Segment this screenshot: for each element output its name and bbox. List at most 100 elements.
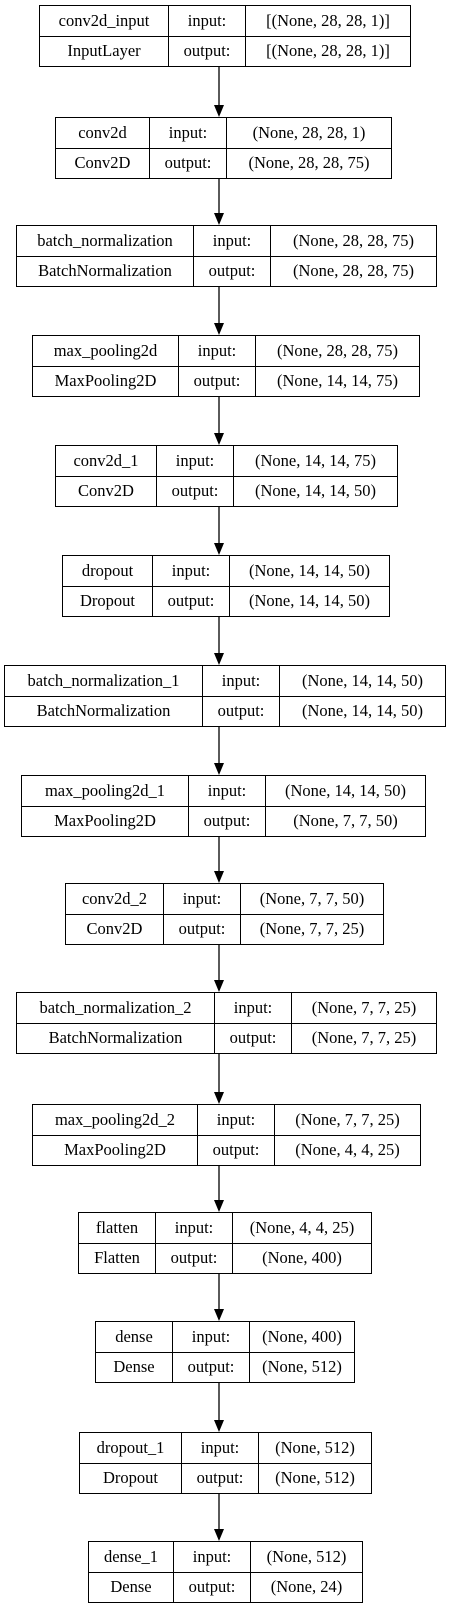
layer-class: Conv2D xyxy=(86,919,143,939)
arrowhead-icon xyxy=(214,1200,224,1212)
output-shape: (None, 4, 4, 25) xyxy=(274,1135,420,1165)
layer-node-batch-normalization-2: batch_normalization_2 input:(None, 7, 7, … xyxy=(16,992,437,1054)
output-label: output: xyxy=(156,476,233,506)
layer-class: Dropout xyxy=(80,591,135,611)
output-label: output: xyxy=(214,1023,291,1053)
arrowhead-icon xyxy=(214,653,224,665)
layer-name: batch_normalization_1 xyxy=(27,670,180,690)
input-shape: (None, 28, 28, 1) xyxy=(226,118,391,148)
input-label: input: xyxy=(155,1213,232,1243)
input-label: input: xyxy=(188,776,265,806)
input-shape: (None, 512) xyxy=(258,1433,371,1463)
output-shape: [(None, 28, 28, 1)] xyxy=(245,36,410,66)
output-shape: (None, 7, 7, 25) xyxy=(291,1023,436,1053)
output-shape: (None, 14, 14, 50) xyxy=(233,476,397,506)
layer-name: conv2d_input xyxy=(58,10,150,30)
input-shape: (None, 400) xyxy=(249,1322,354,1352)
input-label: input: xyxy=(163,884,240,914)
arrowhead-icon xyxy=(214,1529,224,1541)
layer-name: conv2d xyxy=(78,122,127,142)
output-label: output: xyxy=(178,366,255,396)
input-shape: (None, 14, 14, 50) xyxy=(279,666,445,696)
layer-node-batch-normalization: batch_normalization input:(None, 28, 28, … xyxy=(16,225,437,287)
output-label: output: xyxy=(163,914,240,944)
layer-class: Dropout xyxy=(103,1468,158,1488)
layer-node-dense: dense input:(None, 400) Dense output:(None,… xyxy=(95,1321,355,1383)
arrowhead-icon xyxy=(214,1420,224,1432)
input-label: input: xyxy=(173,1542,250,1572)
input-shape: (None, 14, 14, 75) xyxy=(233,446,397,476)
input-label: input: xyxy=(156,446,233,476)
output-shape: (None, 24) xyxy=(250,1572,362,1602)
input-label: input: xyxy=(181,1433,258,1463)
output-label: output: xyxy=(188,806,265,836)
layer-node-conv2d: conv2d input:(None, 28, 28, 1) Conv2D outpu… xyxy=(55,117,392,179)
input-label: input: xyxy=(214,993,291,1023)
layer-name: batch_normalization_2 xyxy=(39,997,192,1017)
arrowhead-icon xyxy=(214,105,224,117)
layer-name: dense xyxy=(115,1326,153,1346)
output-label: output: xyxy=(197,1135,274,1165)
output-label: output: xyxy=(172,1352,249,1382)
input-label: input: xyxy=(197,1105,274,1135)
layer-name: flatten xyxy=(95,1217,139,1237)
input-label: input: xyxy=(172,1322,249,1352)
input-shape: (None, 512) xyxy=(250,1542,362,1572)
layer-node-conv2d-1: conv2d_1 input:(None, 14, 14, 75) Conv2D ou… xyxy=(55,445,398,507)
layer-class: MaxPooling2D xyxy=(54,811,156,831)
input-shape: (None, 28, 28, 75) xyxy=(270,226,436,256)
layer-name: max_pooling2d_2 xyxy=(54,1109,176,1129)
arrowhead-icon xyxy=(214,980,224,992)
input-label: input: xyxy=(178,336,255,366)
layer-class: BatchNormalization xyxy=(48,1028,183,1048)
layer-name: conv2d_1 xyxy=(73,450,139,470)
layer-node-max-pooling2d-1: max_pooling2d_1 input:(None, 14, 14, 50) M… xyxy=(21,775,426,837)
output-label: output: xyxy=(149,148,226,178)
input-label: input: xyxy=(193,226,270,256)
layer-class: Conv2D xyxy=(74,153,131,173)
output-label: output: xyxy=(168,36,245,66)
output-label: output: xyxy=(173,1572,250,1602)
input-shape: (None, 28, 28, 75) xyxy=(255,336,419,366)
input-shape: (None, 14, 14, 50) xyxy=(229,556,389,586)
output-shape: (None, 400) xyxy=(232,1243,371,1273)
layer-class: Conv2D xyxy=(78,481,134,501)
arrowhead-icon xyxy=(214,213,224,225)
layer-name: conv2d_2 xyxy=(81,888,148,908)
layer-class: Dense xyxy=(110,1577,152,1597)
output-shape: (None, 14, 14, 50) xyxy=(279,696,445,726)
output-shape: (None, 7, 7, 50) xyxy=(265,806,425,836)
arrowhead-icon xyxy=(214,1309,224,1321)
input-shape: (None, 14, 14, 50) xyxy=(265,776,425,806)
layer-class: Flatten xyxy=(94,1248,140,1268)
layer-class: BatchNormalization xyxy=(38,261,172,281)
output-shape: (None, 7, 7, 25) xyxy=(240,914,383,944)
output-label: output: xyxy=(181,1463,258,1493)
arrowhead-icon xyxy=(214,871,224,883)
output-label: output: xyxy=(193,256,270,286)
output-label: output: xyxy=(155,1243,232,1273)
input-shape: (None, 7, 7, 25) xyxy=(291,993,436,1023)
output-shape: (None, 512) xyxy=(249,1352,354,1382)
input-shape: (None, 7, 7, 50) xyxy=(240,884,383,914)
layer-name: max_pooling2d_1 xyxy=(44,780,166,800)
layer-name: dense_1 xyxy=(103,1546,159,1566)
input-shape: [(None, 28, 28, 1)] xyxy=(245,6,410,36)
arrowhead-icon xyxy=(214,543,224,555)
layer-name: batch_normalization xyxy=(37,230,173,250)
layer-class: Dense xyxy=(113,1357,155,1377)
output-label: output: xyxy=(202,696,279,726)
input-label: input: xyxy=(149,118,226,148)
layer-class: InputLayer xyxy=(67,41,141,61)
layer-name: max_pooling2d xyxy=(53,340,158,360)
arrowhead-icon xyxy=(214,1092,224,1104)
output-shape: (None, 28, 28, 75) xyxy=(226,148,391,178)
output-label: output: xyxy=(152,586,229,616)
